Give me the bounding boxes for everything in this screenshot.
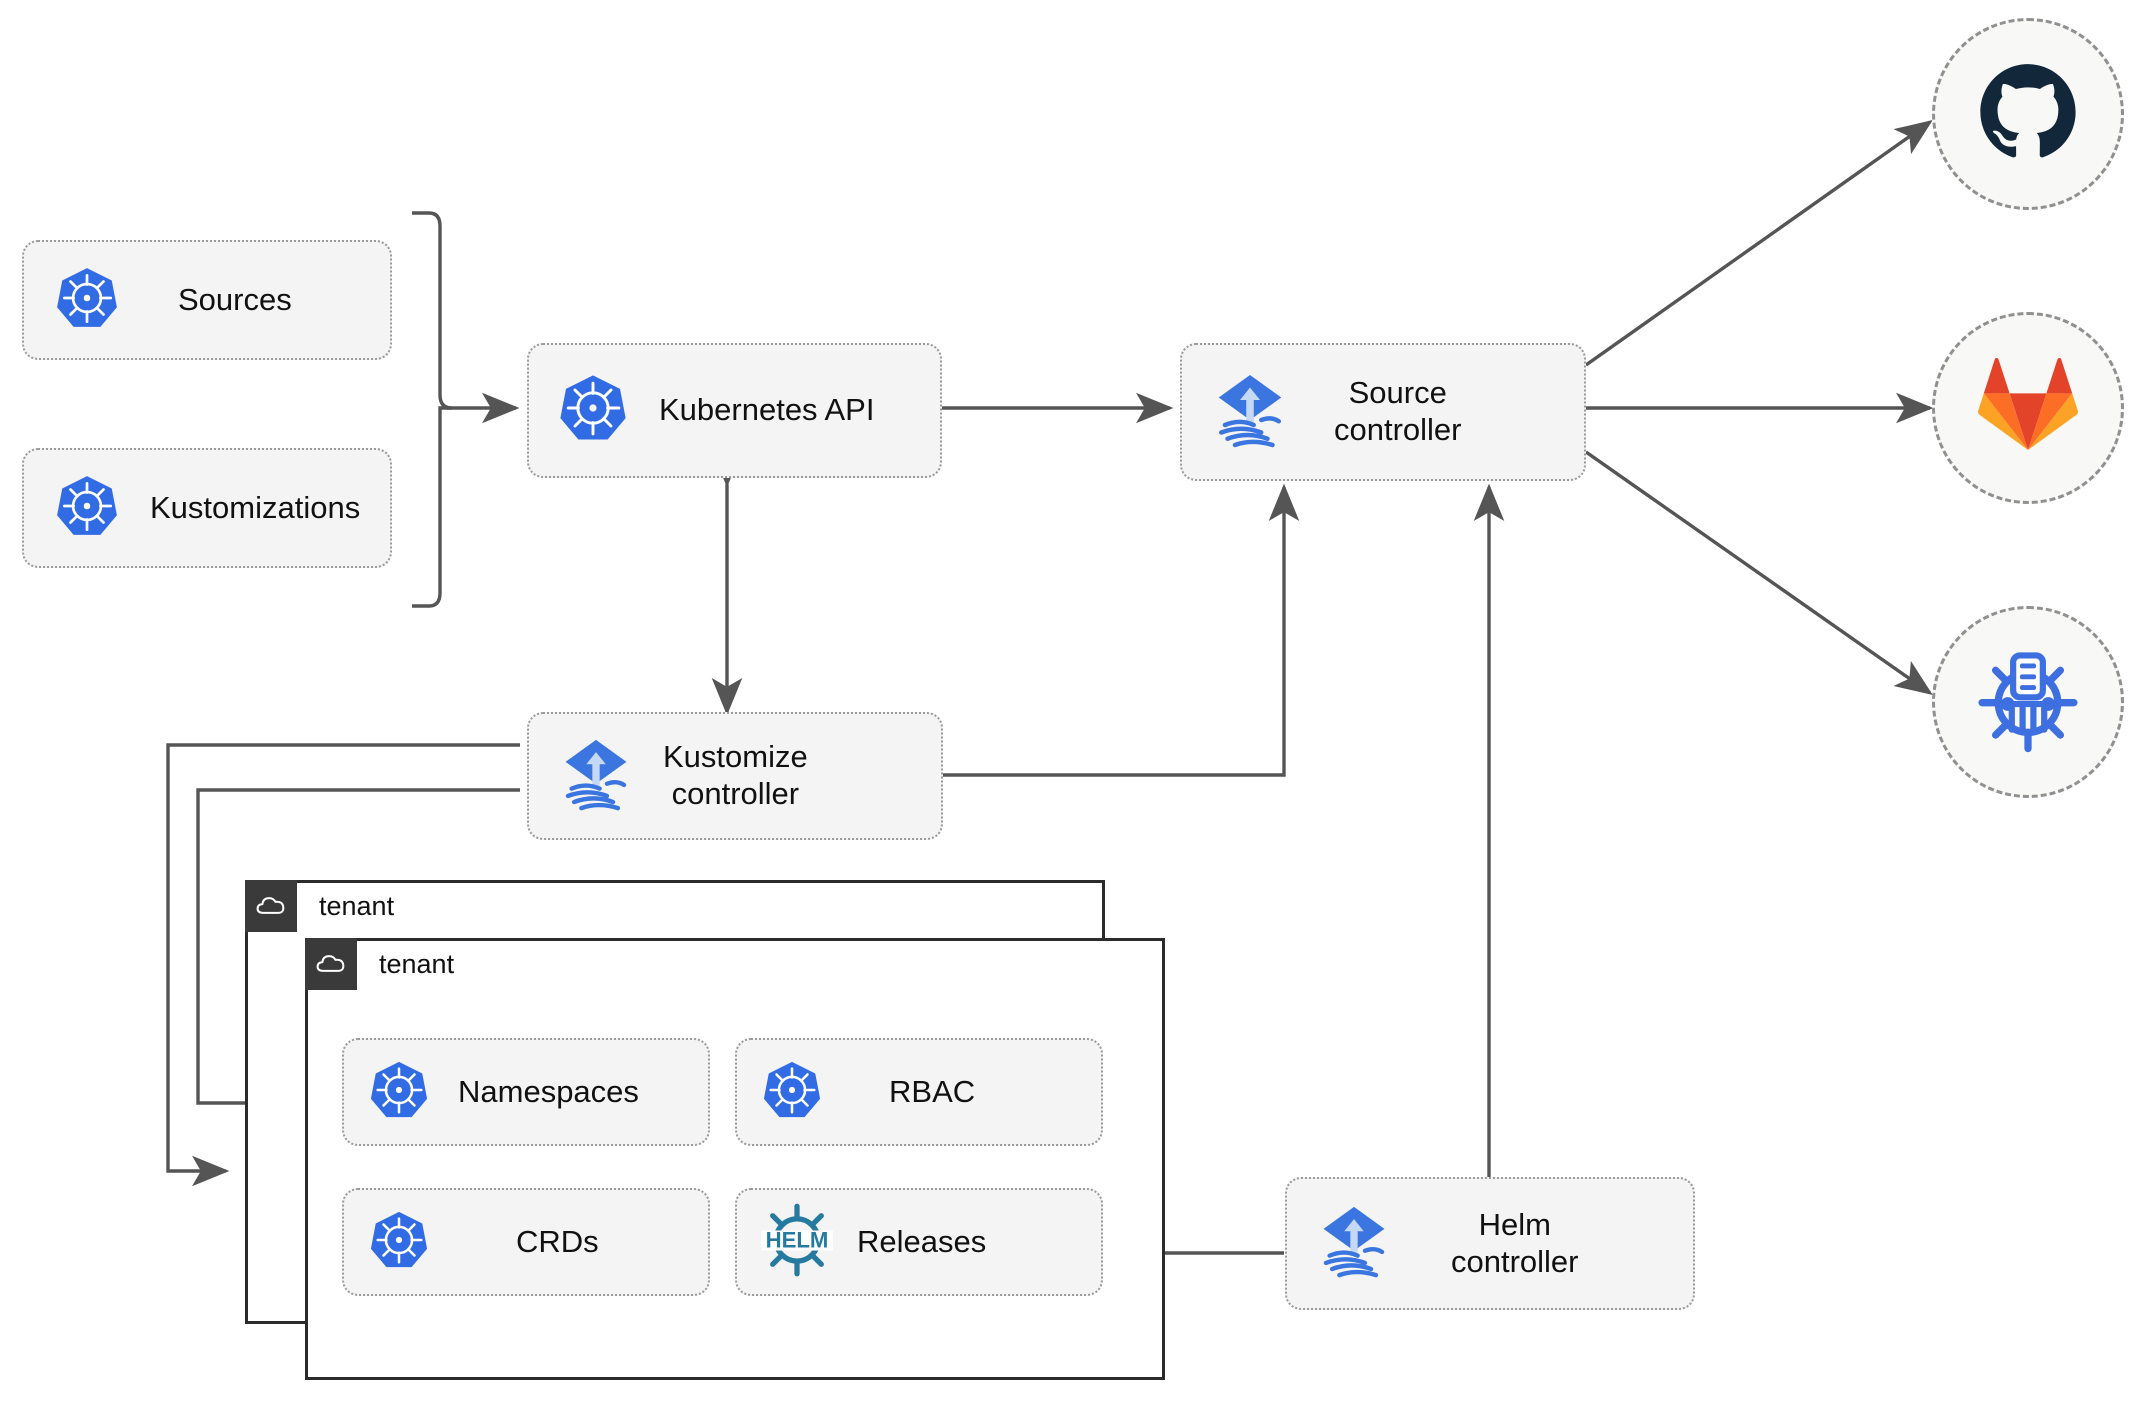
tenant-header: tenant (305, 938, 454, 990)
node-helm-controller[interactable]: Helm controller (1285, 1177, 1695, 1310)
kubernetes-icon (761, 1059, 823, 1126)
helm-icon: HELM (759, 1202, 835, 1283)
node-namespaces[interactable]: Namespaces (342, 1038, 710, 1146)
svg-text:HELM: HELM (766, 1227, 829, 1252)
kubernetes-icon (368, 1059, 430, 1126)
node-label: Helm controller (1451, 1206, 1579, 1279)
node-label: Kubernetes API (659, 392, 875, 428)
provider-github[interactable] (1932, 18, 2124, 210)
node-label: Kustomizations (150, 489, 361, 525)
node-releases[interactable]: HELM Releases (735, 1188, 1103, 1296)
tenant-header: tenant (245, 880, 394, 932)
tenant-label: tenant (379, 948, 455, 979)
edge-source-controller-to-github (1585, 120, 1933, 367)
flux-icon (1315, 1202, 1393, 1285)
gitlab-icon (1978, 357, 2078, 459)
node-label: Kustomize controller (663, 739, 808, 811)
node-label: Namespaces (458, 1073, 639, 1109)
edge-kustomize-to-source-controller (943, 483, 1300, 777)
tenant-frame-inner[interactable]: tenant (305, 938, 1165, 1380)
provider-oci-registry[interactable] (1932, 606, 2124, 798)
tenant-label: tenant (319, 890, 395, 921)
cloud-icon (245, 880, 297, 932)
node-sources[interactable]: Sources (22, 240, 392, 360)
node-source-controller[interactable]: Source controller (1180, 343, 1586, 481)
node-crds[interactable]: CRDs (342, 1188, 710, 1296)
node-label: Releases (857, 1223, 987, 1259)
kubernetes-icon (54, 473, 120, 544)
edge-source-controller-to-registry (1585, 450, 1933, 695)
node-kubernetes-api[interactable]: Kubernetes API (527, 343, 942, 478)
kubernetes-icon (368, 1209, 430, 1276)
node-kustomize-controller[interactable]: Kustomize controller (527, 712, 943, 840)
node-label: Sources (178, 281, 292, 317)
helm-registry-icon (1974, 646, 2082, 759)
kubernetes-icon (557, 372, 629, 449)
github-icon (1976, 60, 2080, 169)
node-label: Source controller (1334, 375, 1462, 447)
node-label: RBAC (889, 1073, 976, 1109)
flux-icon (1210, 370, 1290, 455)
node-kustomizations[interactable]: Kustomizations (22, 448, 392, 568)
cloud-icon (305, 938, 357, 990)
provider-gitlab[interactable] (1932, 312, 2124, 504)
node-label: CRDs (516, 1223, 599, 1259)
node-rbac[interactable]: RBAC (735, 1038, 1103, 1146)
edge-sources-bracket (412, 211, 453, 608)
kubernetes-icon (54, 265, 120, 336)
flux-icon (557, 735, 635, 818)
